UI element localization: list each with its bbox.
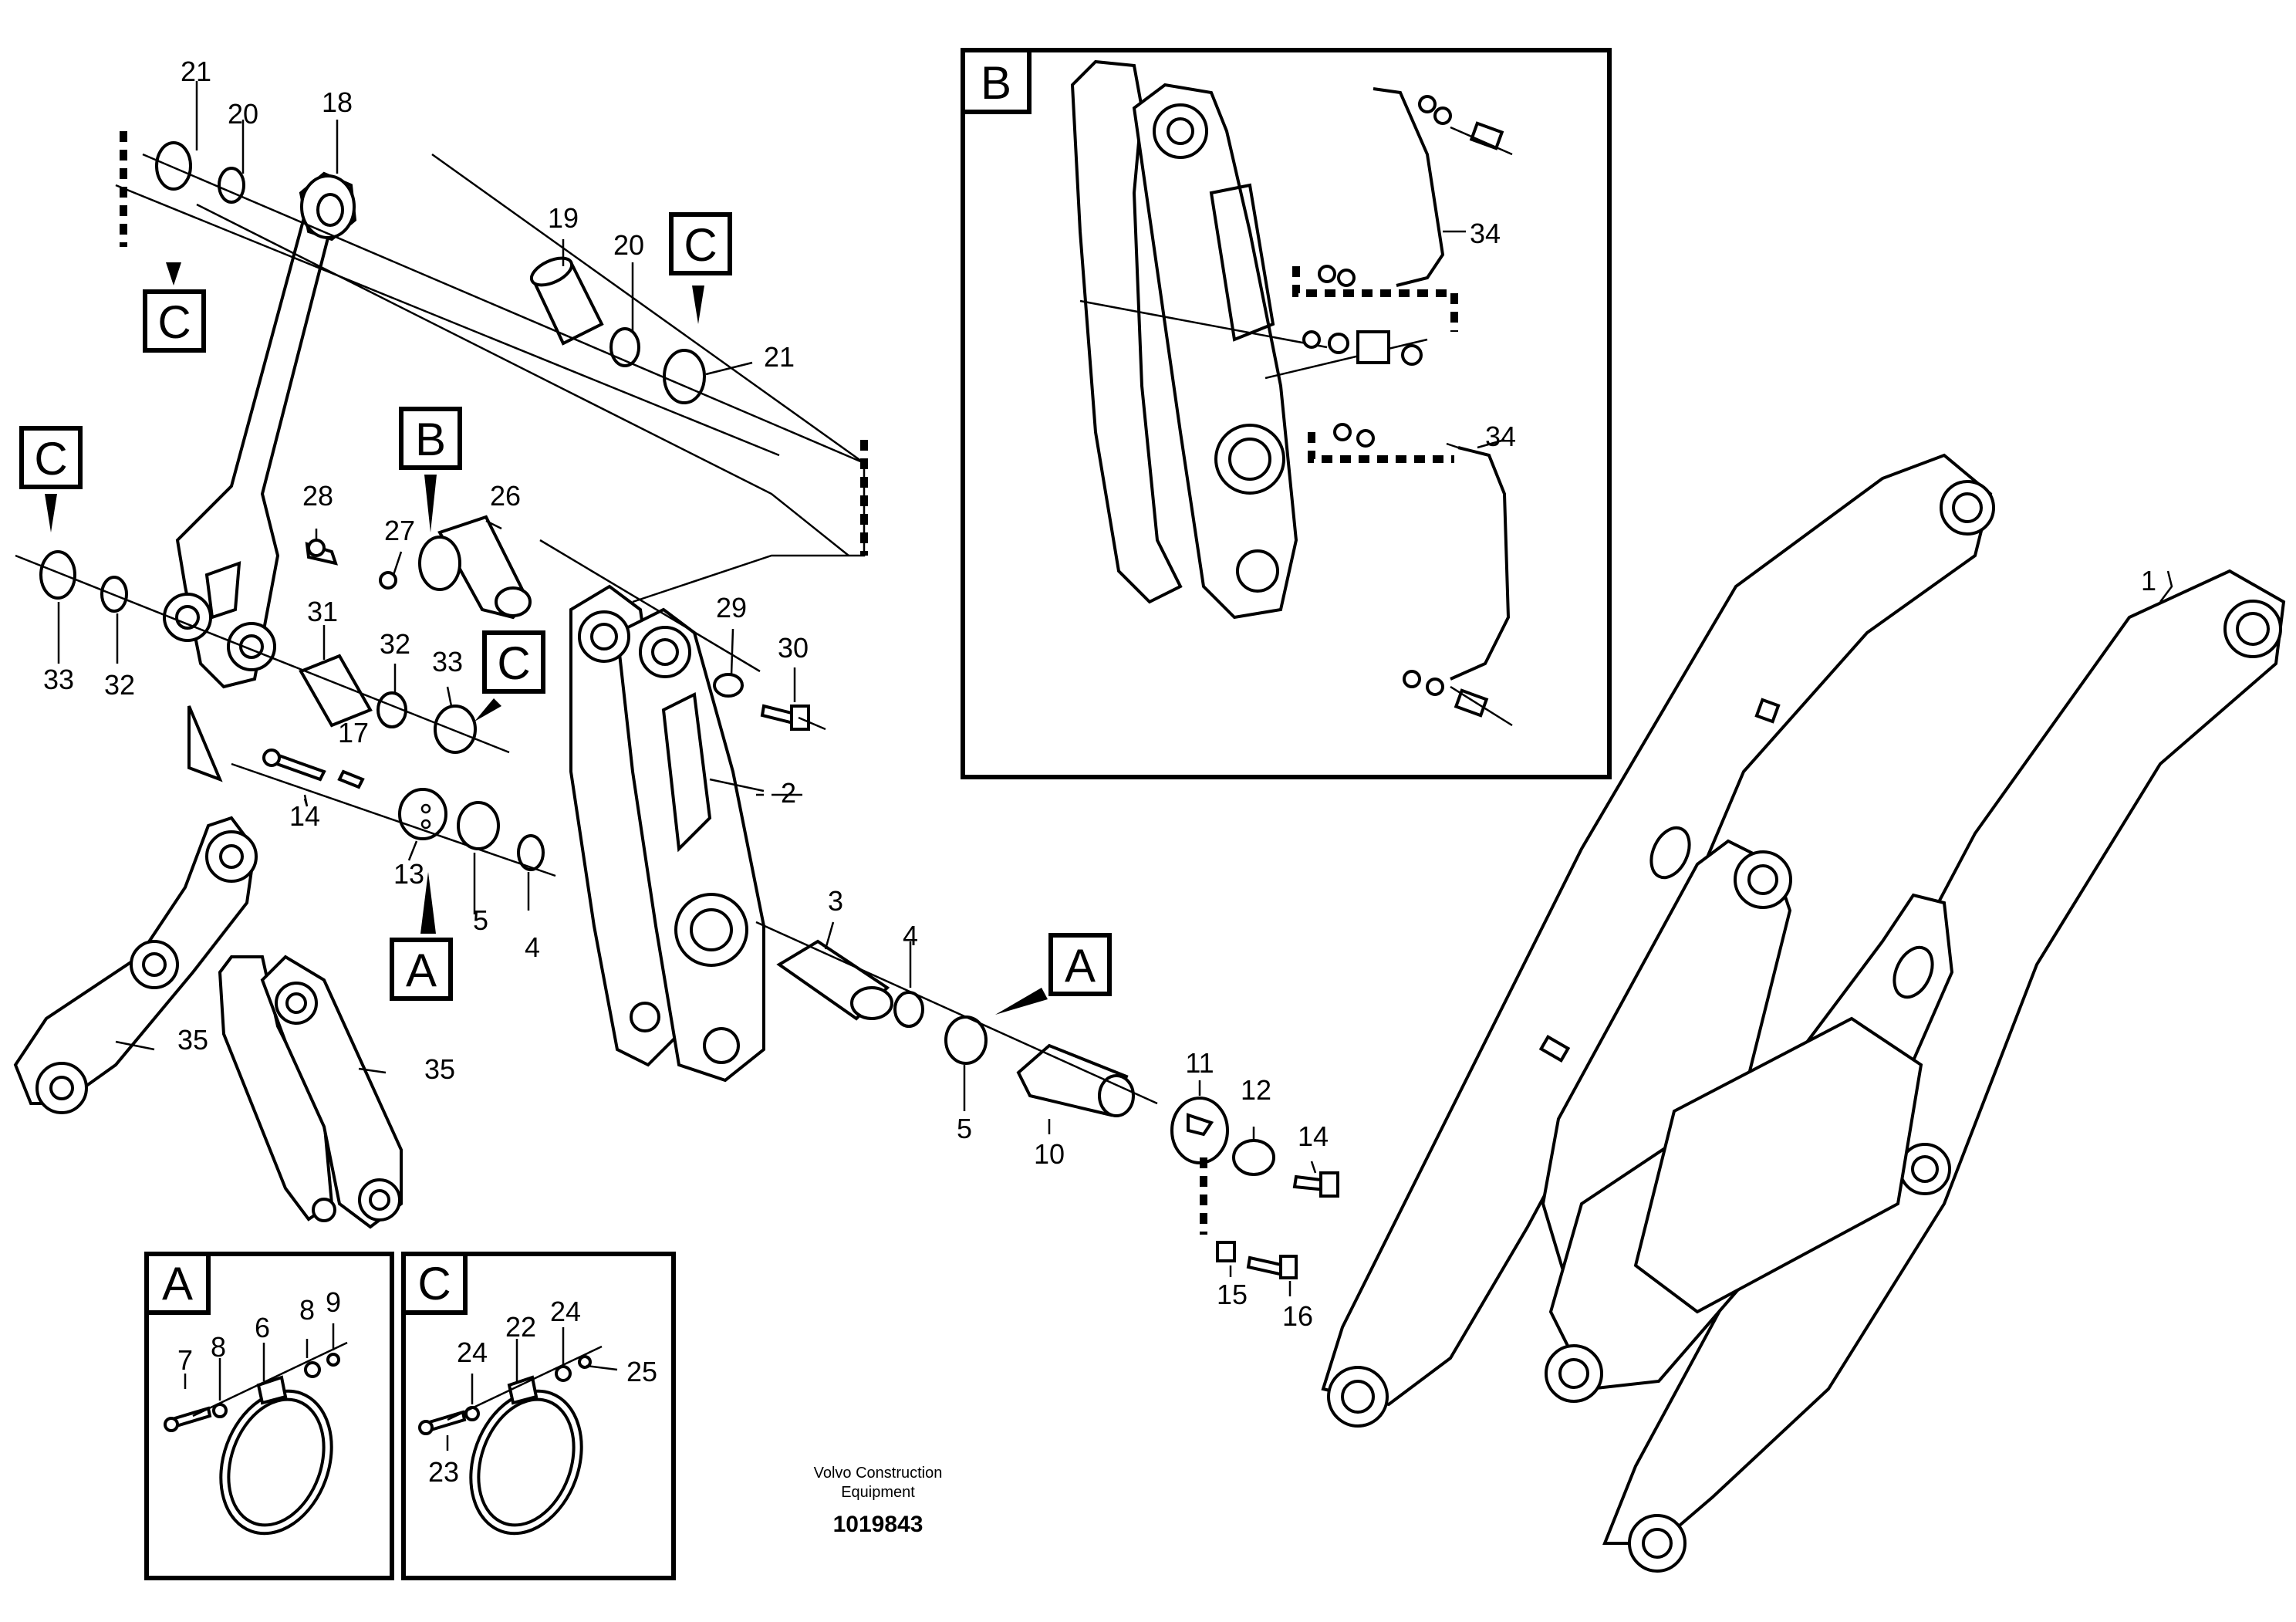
callout-33: 33	[43, 664, 74, 695]
small-parts	[39, 141, 1339, 1279]
callout-17: 17	[338, 717, 369, 748]
credit-line-1: Volvo Construction	[814, 1465, 943, 1482]
callout-2: 2	[781, 777, 796, 809]
callout-35: 35	[424, 1053, 455, 1085]
callout-5: 5	[473, 904, 488, 936]
detail-box-b: B 34 34	[961, 48, 1612, 779]
callout-31: 31	[307, 596, 338, 627]
ref-tag-a-label: A	[406, 944, 437, 996]
callout-5: 5	[957, 1113, 972, 1144]
ref-tag-a-right: A	[995, 933, 1112, 1015]
detail-c-callout-23: 23	[428, 1456, 459, 1488]
callout-12: 12	[1241, 1074, 1271, 1106]
callout-27: 27	[384, 515, 415, 546]
detail-a-callout-8: 8	[211, 1331, 226, 1363]
links	[13, 816, 403, 1229]
callout-26: 26	[490, 480, 521, 512]
ref-tag-c-mid: C	[474, 630, 545, 721]
credit-block: Volvo Construction Equipment 1019843	[814, 1465, 943, 1537]
ref-tag-b-pin: B	[399, 407, 462, 532]
detail-c-callout-24: 24	[457, 1336, 488, 1368]
detail-box-c: C 24 22 24 25 23	[401, 1252, 676, 1580]
detail-c-callout-22: 22	[505, 1311, 536, 1343]
callout-21: 21	[181, 56, 211, 87]
ref-tag-c-label: C	[684, 219, 717, 271]
ref-tag-a-label: A	[1065, 940, 1096, 992]
callout-11: 11	[1185, 1047, 1214, 1079]
callout-29: 29	[716, 592, 747, 623]
callout-1: 1	[2141, 565, 2156, 596]
callout-16: 16	[1282, 1300, 1313, 1332]
detail-b-callout-34: 34	[1485, 421, 1516, 452]
reference-tags: C C C C B A A	[19, 212, 1112, 1015]
ref-tag-c-top: C	[143, 262, 206, 353]
detail-a-label: A	[162, 1258, 193, 1309]
ref-tag-c-label: C	[157, 296, 191, 348]
callout-10: 10	[1034, 1138, 1065, 1170]
detail-c-label: C	[417, 1258, 451, 1309]
lift-arm-frame	[1321, 453, 2286, 1573]
ref-tag-a-left: A	[390, 872, 453, 1001]
detail-a-callout-7: 7	[177, 1344, 193, 1376]
detail-b-callout-34: 34	[1470, 218, 1501, 249]
callout-14: 14	[1298, 1120, 1329, 1152]
ref-tag-c-label: C	[34, 433, 67, 485]
callout-14: 14	[289, 800, 320, 832]
credit-line-2: Equipment	[841, 1484, 915, 1501]
detail-a-callout-6: 6	[255, 1312, 270, 1343]
detail-a-callout-8: 8	[299, 1294, 315, 1326]
callout-3: 3	[828, 885, 843, 917]
tilt-lever	[569, 584, 765, 1083]
callout-20: 20	[228, 98, 258, 130]
ref-tag-b-label: B	[415, 414, 446, 465]
callout-20: 20	[613, 229, 644, 261]
callout-numbers: 21 20 18 19 20 21 28 27 26 31 32 33 29 3…	[43, 56, 2156, 1332]
detail-b-label: B	[981, 57, 1011, 109]
callout-21: 21	[764, 341, 795, 373]
ref-tag-c-left: C	[19, 426, 83, 532]
callout-35: 35	[177, 1024, 208, 1056]
document-number: 1019843	[833, 1512, 923, 1537]
callout-18: 18	[322, 86, 353, 118]
callout-13: 13	[393, 858, 424, 890]
detail-c-callout-24: 24	[550, 1296, 581, 1327]
callout-32: 32	[104, 669, 135, 701]
callout-15: 15	[1217, 1279, 1248, 1310]
detail-box-a: A 7 8 6 8 9	[144, 1252, 394, 1580]
callout-4: 4	[525, 931, 540, 963]
callout-33: 33	[432, 646, 463, 678]
ref-tag-c-upper: C	[669, 212, 732, 324]
callout-19: 19	[548, 202, 579, 234]
detail-a-callout-9: 9	[326, 1286, 341, 1318]
leader-lines	[15, 81, 2173, 1296]
callout-32: 32	[380, 628, 410, 660]
callout-4: 4	[903, 920, 918, 951]
callout-30: 30	[778, 632, 809, 664]
detail-c-callout-25: 25	[626, 1356, 657, 1387]
callout-28: 28	[302, 480, 333, 512]
ref-tag-c-label: C	[497, 637, 530, 689]
